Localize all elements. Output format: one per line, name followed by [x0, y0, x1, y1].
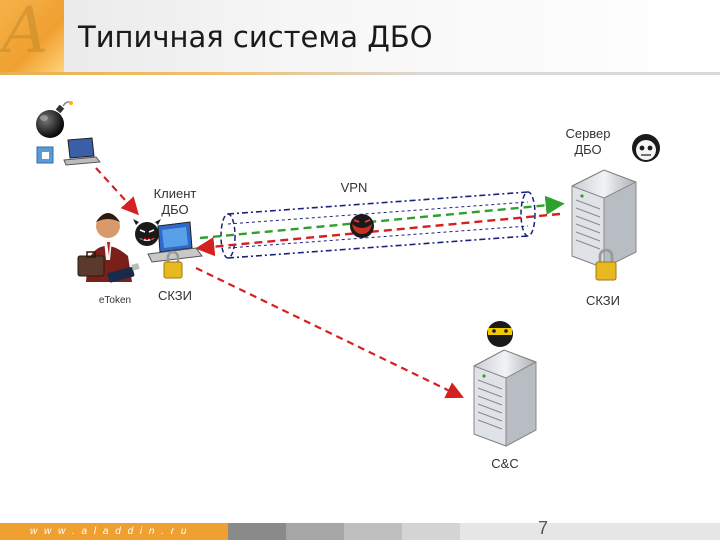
attack-arrow-client-to-cnc: [195, 267, 464, 399]
logo-block: A: [0, 0, 64, 72]
cnc-label: С&C: [491, 456, 519, 471]
laptop-icon-small: [63, 137, 101, 166]
slide-title: Типичная система ДБО: [78, 20, 433, 54]
server-skzi-label: СКЗИ: [585, 293, 620, 308]
header-divider: [0, 72, 720, 75]
attack-arrow-laptop-to-client: [95, 167, 139, 216]
client-skzi-label: СКЗИ: [157, 288, 192, 303]
server-icon-dbo: [571, 169, 637, 269]
usb-token-icon: [107, 263, 140, 283]
logo-letter-icon: A: [2, 0, 49, 68]
ninja-face-icon: [487, 321, 513, 347]
page-number: 7: [538, 518, 549, 538]
header-band: [64, 0, 720, 72]
vpn-tunnel: [220, 191, 536, 259]
vpn-label: VPN: [340, 180, 368, 195]
footer-bar: [0, 523, 720, 540]
bomb-icon: [36, 101, 73, 138]
padlock-icon-server: [595, 248, 617, 281]
etoken-label: eToken: [98, 295, 132, 306]
red-arrow-to-client: [195, 212, 561, 257]
laptop-icon-client: [147, 221, 203, 263]
app-icon: [36, 146, 54, 164]
padlock-icon-client: [163, 250, 183, 279]
skull-icon: [632, 134, 660, 162]
businessman-icon: [77, 213, 132, 282]
footer-url: w w w . a l a d d i n . r u: [30, 526, 189, 537]
server-icon-cnc: [473, 349, 537, 447]
devil-face-icon: [133, 219, 161, 246]
malware-face-icon: [350, 214, 374, 238]
green-arrow-to-server: [199, 195, 565, 240]
